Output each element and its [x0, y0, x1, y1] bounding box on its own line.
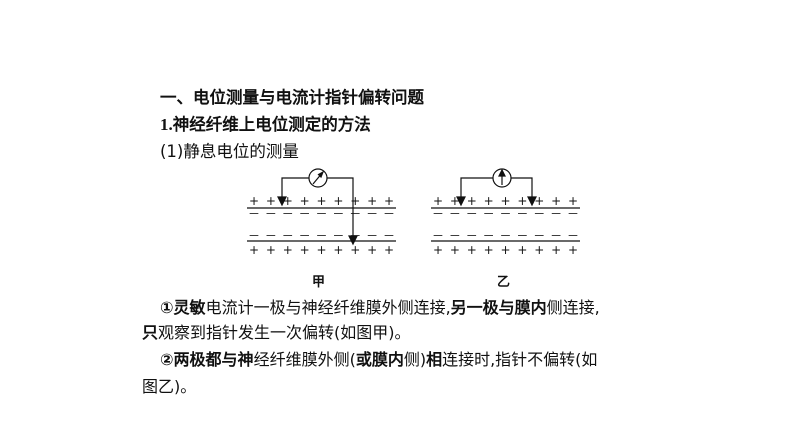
inner-minus-left: －	[383, 229, 395, 243]
inner-plus-left: +	[384, 243, 394, 257]
outer-minus-right: －	[533, 207, 545, 221]
wire-left-b	[460, 177, 493, 203]
outer-minus-left: －	[383, 207, 395, 221]
outer-minus-right: －	[567, 207, 579, 221]
inner-plus-left: +	[367, 243, 377, 257]
inner-plus-right: +	[467, 243, 477, 257]
inner-minus-right: －	[466, 229, 478, 243]
outer-plus-right: +	[467, 194, 477, 208]
inner-minus-right: －	[550, 229, 562, 243]
needle-tip-right	[498, 168, 506, 177]
section-heading: 一、电位测量与电流计指针偏转问题	[160, 88, 424, 107]
outer-plus-left: +	[249, 194, 259, 208]
outer-plus-left: +	[300, 194, 310, 208]
outer-plus-right: +	[517, 194, 527, 208]
wire-right	[327, 177, 354, 243]
inner-minus-right: －	[483, 229, 495, 243]
outer-plus-left: +	[333, 194, 343, 208]
subsection-heading: 1.神经纤维上电位测定的方法	[160, 114, 371, 136]
outer-minus-left: －	[366, 207, 378, 221]
wire-right-b	[511, 177, 533, 203]
paragraph-2-line-1: ②两极都与神经纤维膜外侧(或膜内侧)相连接时,指针不偏转(如	[160, 350, 598, 369]
outer-plus-left: +	[266, 194, 276, 208]
outer-minus-left: －	[299, 207, 311, 221]
electrode-arrow-left	[277, 196, 287, 207]
outer-plus-left: +	[316, 194, 326, 208]
wire-left	[281, 177, 309, 203]
inner-plus-left: +	[316, 243, 326, 257]
outer-plus-left: +	[350, 194, 360, 208]
outer-minus-left: －	[248, 207, 260, 221]
inner-plus-left: +	[300, 243, 310, 257]
inner-plus-left: +	[350, 243, 360, 257]
outer-minus-left: －	[265, 207, 277, 221]
inner-minus-left: －	[366, 229, 378, 243]
outer-plus-left: +	[367, 194, 377, 208]
subsection-number: 1.	[160, 115, 173, 134]
inner-plus-left: +	[333, 243, 343, 257]
inner-minus-right: －	[449, 229, 461, 243]
outer-plus-right: +	[534, 194, 544, 208]
electrode-arrow-right	[348, 235, 358, 246]
outer-plus-left: +	[384, 194, 394, 208]
inner-minus-right: －	[432, 229, 444, 243]
inner-minus-right: －	[533, 229, 545, 243]
inner-plus-right: +	[568, 243, 578, 257]
inner-minus-left: －	[315, 229, 327, 243]
outer-plus-left: +	[283, 194, 293, 208]
paragraph-2-line-2: 图乙)。	[142, 377, 197, 396]
outer-minus-left: －	[332, 207, 344, 221]
outer-plus-right: +	[568, 194, 578, 208]
inner-plus-right: +	[433, 243, 443, 257]
inner-plus-left: +	[283, 243, 293, 257]
electrode-arrow-right-b	[527, 196, 537, 207]
inner-plus-right: +	[450, 243, 460, 257]
figure-caption-right: 乙	[497, 275, 511, 290]
inner-minus-right: －	[516, 229, 528, 243]
electrode-arrow-left-b	[456, 196, 466, 207]
outer-minus-left: －	[282, 207, 294, 221]
inner-minus-left: －	[332, 229, 344, 243]
outer-minus-right: －	[516, 207, 528, 221]
subsection-title: 神经纤维上电位测定的方法	[172, 115, 371, 134]
outer-plus-right: +	[433, 194, 443, 208]
outer-minus-right: －	[499, 207, 511, 221]
inner-plus-right: +	[551, 243, 561, 257]
outer-minus-right: －	[550, 207, 562, 221]
outer-plus-right: +	[484, 194, 494, 208]
outer-plus-right: +	[551, 194, 561, 208]
inner-plus-left: +	[249, 243, 259, 257]
inner-minus-left: －	[299, 229, 311, 243]
inner-minus-left: －	[248, 229, 260, 243]
sub-subsection-heading: (1)静息电位的测量	[160, 142, 299, 161]
needle-tip-left	[317, 170, 325, 179]
inner-plus-right: +	[534, 243, 544, 257]
inner-plus-right: +	[500, 243, 510, 257]
paragraph-1-line-1: ①灵敏电流计一极与神经纤维膜外侧连接,另一极与膜内侧连接,	[160, 298, 600, 317]
outer-plus-right: +	[500, 194, 510, 208]
inner-plus-left: +	[266, 243, 276, 257]
outer-minus-right: －	[466, 207, 478, 221]
paragraph-1-line-2: 只观察到指针发生一次偏转(如图甲)。	[142, 323, 411, 342]
inner-minus-left: －	[265, 229, 277, 243]
inner-minus-left: －	[282, 229, 294, 243]
outer-minus-right: －	[483, 207, 495, 221]
inner-plus-right: +	[484, 243, 494, 257]
inner-plus-right: +	[517, 243, 527, 257]
figure-caption-left: 甲	[312, 275, 326, 290]
outer-minus-left: －	[315, 207, 327, 221]
inner-minus-right: －	[567, 229, 579, 243]
outer-plus-right: +	[450, 194, 460, 208]
outer-minus-right: －	[449, 207, 461, 221]
outer-minus-right: －	[432, 207, 444, 221]
outer-minus-left: －	[349, 207, 361, 221]
inner-minus-right: －	[499, 229, 511, 243]
